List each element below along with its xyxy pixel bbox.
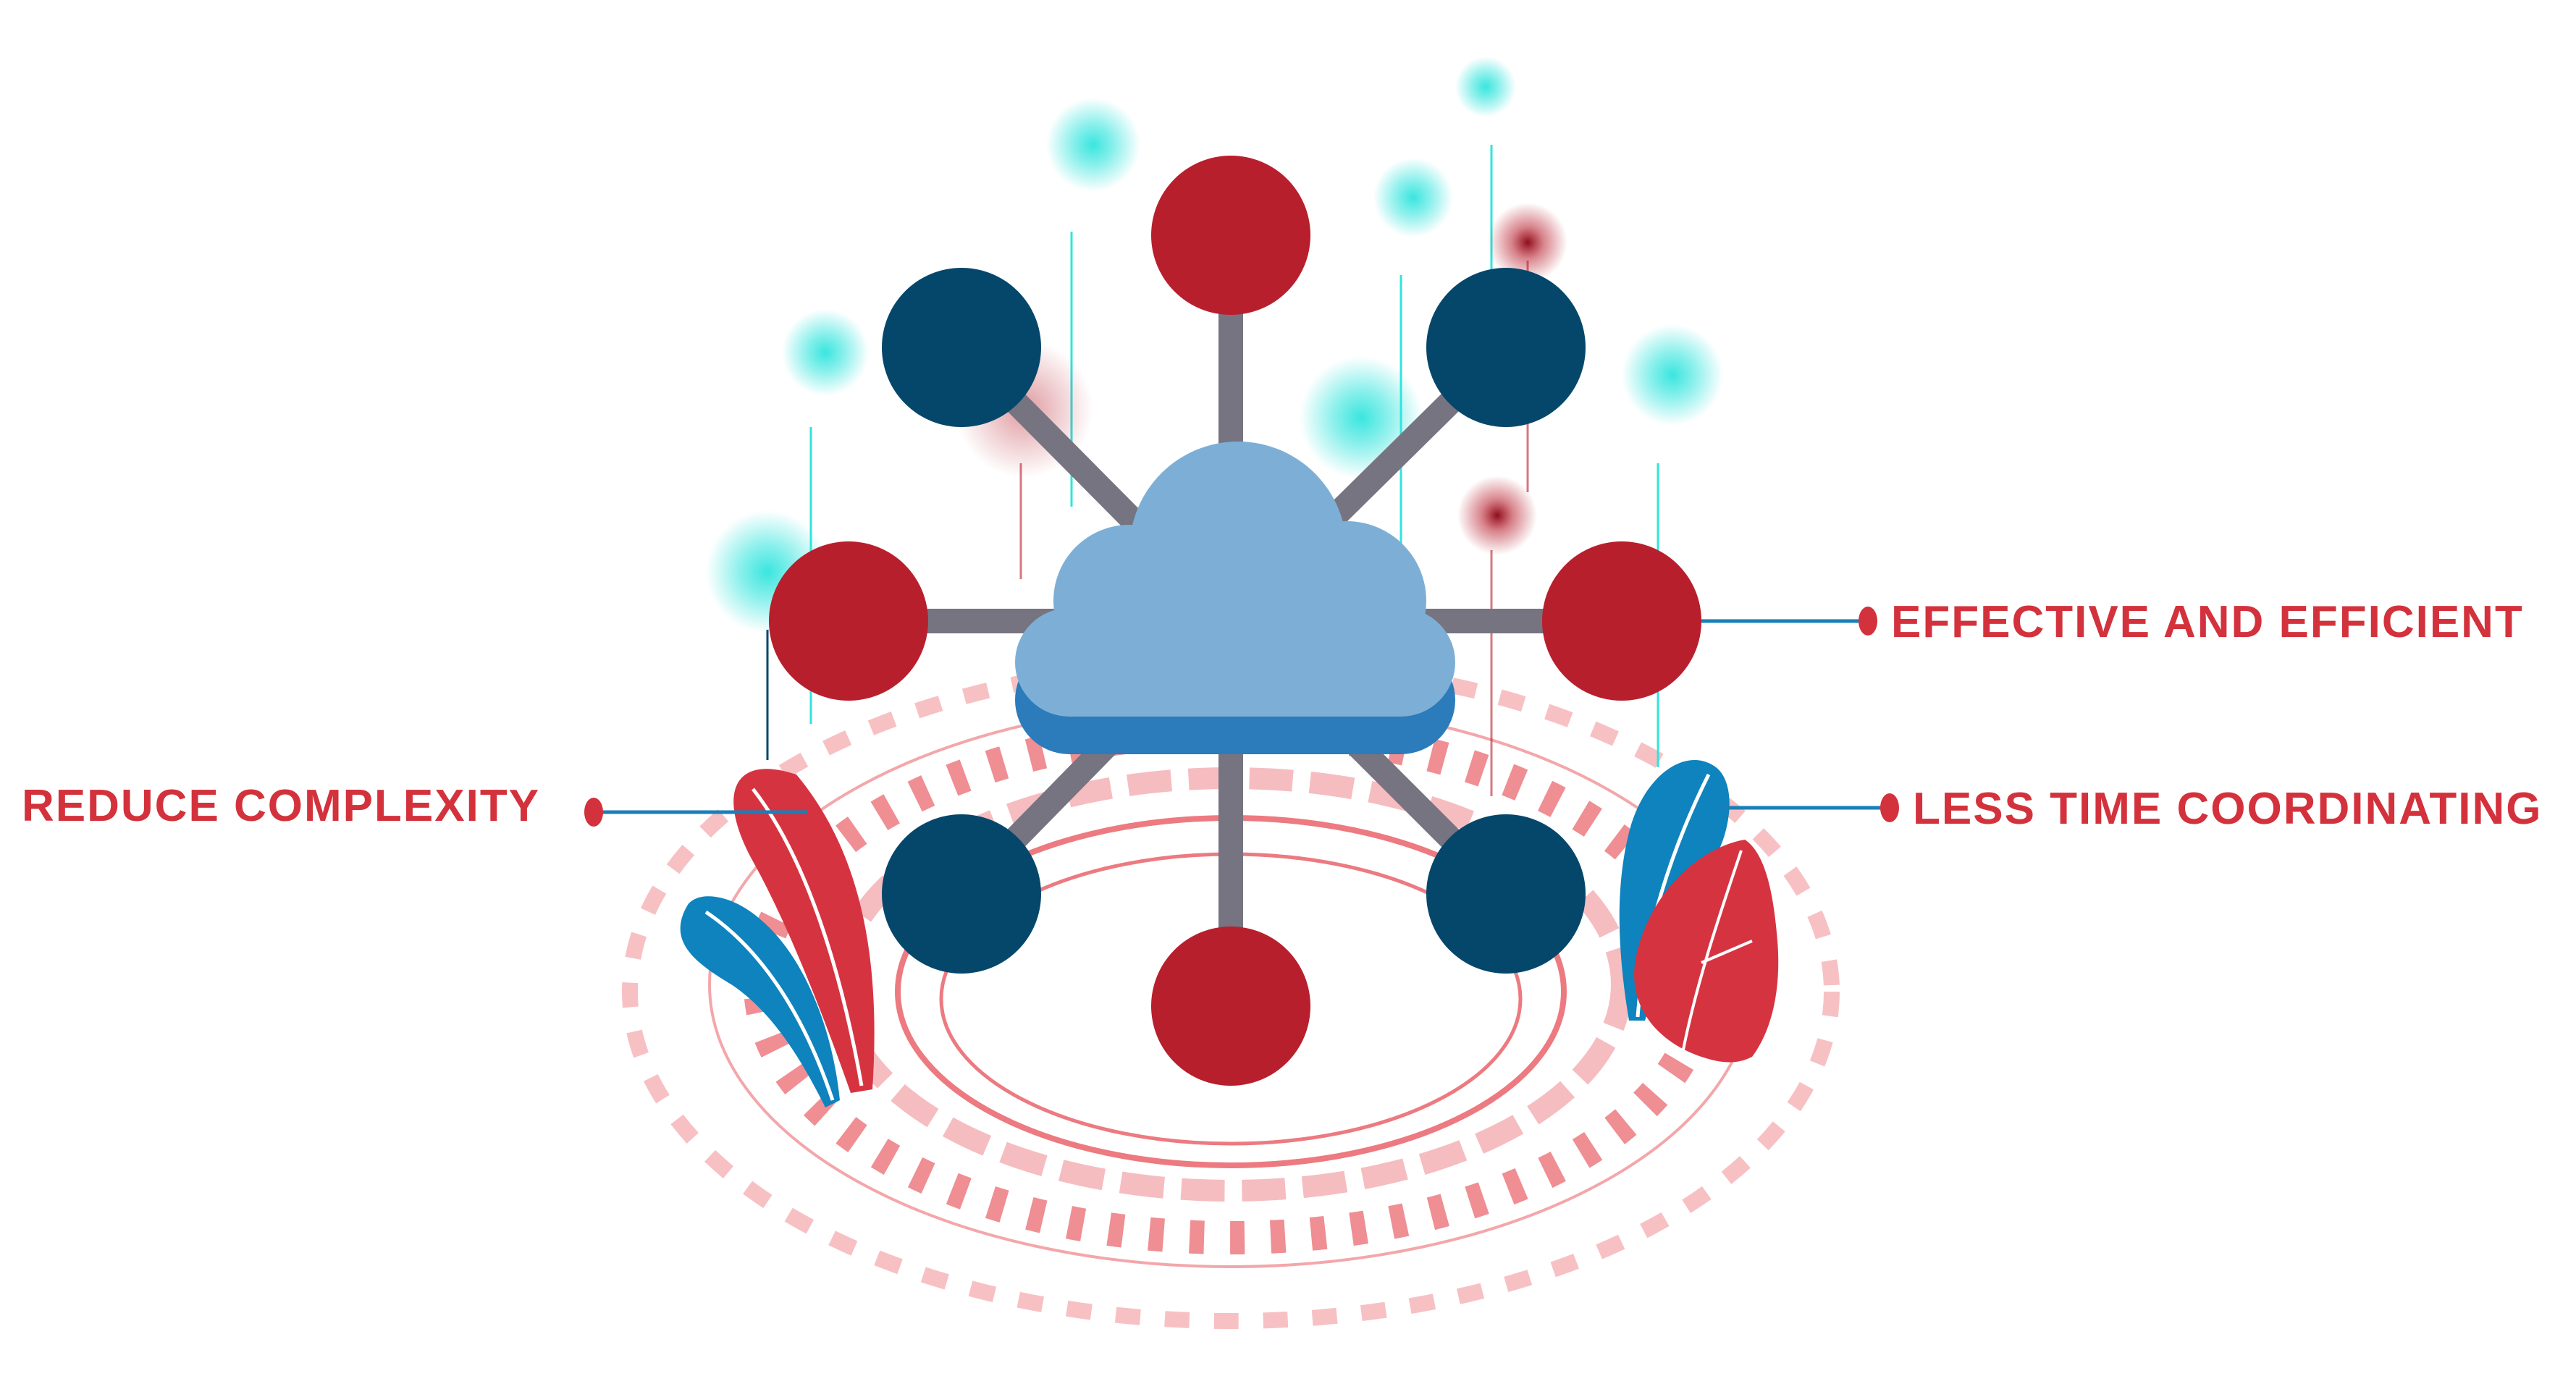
label-reduce-complexity: REDUCE COMPLEXITY [22, 781, 540, 831]
glow-particle [782, 309, 869, 396]
node-top-right [1426, 268, 1586, 427]
callout-dot-reduce [584, 798, 603, 827]
callout-dot-effective [1859, 607, 1877, 636]
glow-particle [1373, 158, 1453, 237]
labels: REDUCE COMPLEXITY EFFECTIVE AND EFFICIEN… [22, 597, 2543, 834]
label-less-time-coordinating: LESS TIME COORDINATING [1913, 784, 2543, 834]
glow-particle [1457, 476, 1537, 555]
glow-particle [1622, 324, 1723, 426]
leaf-icon [680, 769, 875, 1107]
node-bottom-right [1426, 814, 1586, 974]
particles [706, 56, 1723, 796]
node-top-left [882, 268, 1041, 427]
leaf-icon [1619, 760, 1779, 1063]
node-bottom [1151, 927, 1310, 1086]
nodes [769, 156, 1701, 1086]
node-left [769, 541, 928, 701]
label-effective-and-efficient: EFFECTIVE AND EFFICIENT [1891, 597, 2524, 647]
node-bottom-left [882, 814, 1041, 974]
node-top [1151, 156, 1310, 315]
callouts [584, 607, 1899, 827]
callout-dot-coordinating [1880, 793, 1899, 822]
cloud-icon [1015, 442, 1455, 754]
left-blue-leaf [680, 896, 840, 1107]
glow-particle [1046, 98, 1140, 192]
node-right [1542, 541, 1701, 701]
left-red-leaf [733, 769, 875, 1093]
right-red-leaf [1634, 840, 1779, 1063]
glow-particle [1488, 203, 1567, 282]
glow-particle [1455, 56, 1516, 117]
